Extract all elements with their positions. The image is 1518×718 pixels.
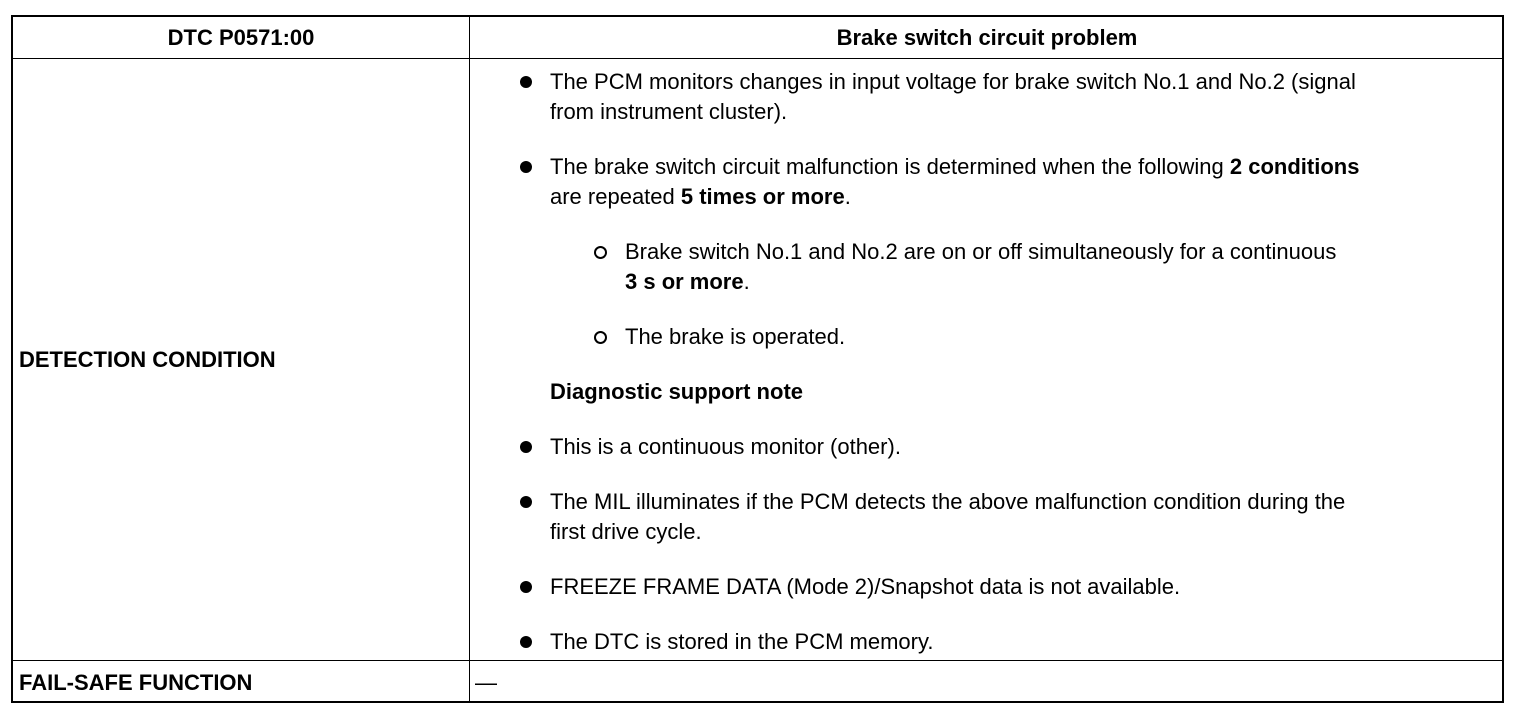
bullet-icon bbox=[520, 76, 532, 88]
dtc-title: Brake switch circuit problem bbox=[836, 25, 1138, 50]
fail-safe-label: FAIL-SAFE FUNCTION bbox=[19, 670, 253, 695]
hollow-bullet-icon bbox=[594, 331, 607, 344]
list-item: The PCM monitors changes in input voltag… bbox=[520, 67, 1490, 127]
bullet-icon bbox=[520, 636, 532, 648]
list-item: The MIL illuminates if the PCM detects t… bbox=[520, 487, 1490, 547]
list-item: The brake switch circuit malfunction is … bbox=[520, 152, 1490, 212]
dtc-table: DTC P0571:00 Brake switch circuit proble… bbox=[11, 15, 1504, 703]
bullet-icon bbox=[520, 161, 532, 173]
fail-safe-value: — bbox=[475, 670, 497, 695]
detection-condition-label: DETECTION CONDITION bbox=[19, 347, 276, 372]
sub-list-item: The brake is operated. bbox=[594, 322, 1485, 352]
bullet-icon bbox=[520, 441, 532, 453]
bullet-icon bbox=[520, 496, 532, 508]
diagnostic-note-heading: Diagnostic support note bbox=[550, 379, 803, 404]
list-item: This is a continuous monitor (other). bbox=[520, 432, 1490, 462]
header-divider bbox=[13, 58, 1502, 59]
column-divider bbox=[469, 17, 470, 701]
hollow-bullet-icon bbox=[594, 246, 607, 259]
sub-list-item: Brake switch No.1 and No.2 are on or off… bbox=[594, 237, 1485, 297]
bullet-icon bbox=[520, 581, 532, 593]
row-divider bbox=[13, 660, 1502, 661]
dtc-code: DTC P0571:00 bbox=[167, 25, 315, 50]
dtc-code-header: DTC P0571:00 bbox=[13, 17, 469, 59]
list-item: FREEZE FRAME DATA (Mode 2)/Snapshot data… bbox=[520, 572, 1490, 602]
list-item: The DTC is stored in the PCM memory. bbox=[520, 627, 1490, 657]
dtc-title-header: Brake switch circuit problem bbox=[470, 17, 1504, 59]
